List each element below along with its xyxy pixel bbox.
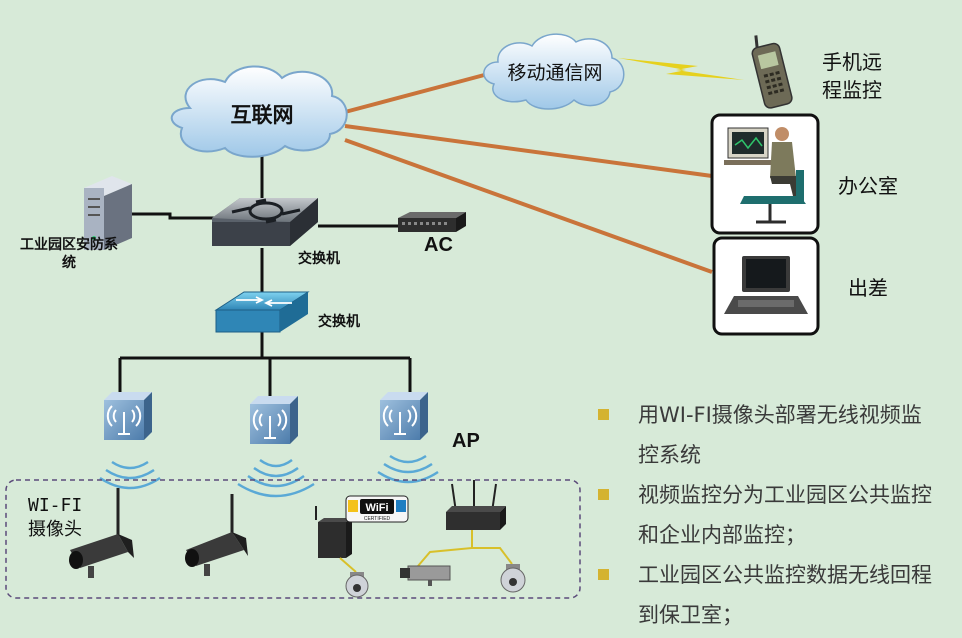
- bullet-3-line1: 工业园区公共监控数据无线回程: [638, 563, 932, 587]
- wifi-camera-icon-1: [69, 488, 134, 578]
- office-workstation-icon: [710, 113, 820, 235]
- access-point-icon-3: [380, 392, 428, 440]
- security-system-label: 工业园区安防系 统: [20, 236, 118, 272]
- wireless-signal-waves: [99, 454, 439, 498]
- security-system-label-line1: 工业园区安防系: [20, 237, 118, 253]
- access-point-icon-1: [104, 392, 152, 440]
- access-switch-label: 交换机: [318, 314, 360, 330]
- wifi-camera-label-line1: WI-FI: [28, 495, 83, 516]
- lan-links: [118, 150, 412, 398]
- business-trip-label: 出差: [848, 276, 888, 300]
- wifi-camera-label: WI-FI 摄像头: [28, 494, 82, 542]
- bullet-2-line2: 和企业内部监控；: [638, 523, 806, 547]
- bullet-1-line2: 控系统: [638, 443, 701, 467]
- wifi-camera-icon-2: [185, 494, 248, 576]
- access-switch-icon: [214, 291, 310, 333]
- bullet-square-icon: [598, 409, 609, 420]
- router-icon: [446, 480, 506, 530]
- wifi-badge-label: WiFi: [365, 502, 388, 514]
- security-system-label-line2: 统: [62, 255, 76, 271]
- phone-remote-label-line1: 手机远: [822, 50, 882, 74]
- phone-remote-label-line2: 程监控: [822, 78, 882, 102]
- box-camera-icon: [400, 565, 451, 586]
- bullet-1-line1: 用WI-FI摄像头部署无线视频监: [638, 403, 922, 427]
- mobile-network-label: 移动通信网: [507, 62, 602, 84]
- bullet-item: 视频监控分为工业园区公共监控 和企业内部监控；: [598, 475, 958, 555]
- core-switch-icon: [212, 198, 318, 246]
- bullet-item: 用WI-FI摄像头部署无线视频监 控系统: [598, 395, 958, 475]
- access-point-icon-2: [250, 396, 298, 444]
- wifi-certified-badge: [345, 495, 409, 523]
- wireless-bolt-icon: [618, 58, 744, 80]
- ap-label: AP: [452, 430, 480, 452]
- phone-remote-label: 手机远 程监控: [822, 48, 882, 104]
- security-server-icon: [84, 176, 132, 250]
- router-cable-2: [472, 547, 513, 565]
- dome-camera-icon-2: [500, 564, 526, 593]
- bullet-square-icon: [598, 569, 609, 580]
- bullet-item: 工业园区公共监控数据无线回程 到保卫室；: [598, 555, 958, 635]
- video-encoder-icon: [315, 506, 357, 573]
- wifi-badge-sub: CERTIFIED: [364, 516, 391, 522]
- router-cable: [417, 530, 473, 567]
- laptop-icon: [712, 236, 820, 336]
- core-switch-label: 交换机: [298, 251, 340, 267]
- wan-links: [344, 72, 713, 274]
- dome-camera-icon-1: [345, 572, 369, 598]
- bullet-square-icon: [598, 489, 609, 500]
- ac-label: AC: [424, 234, 453, 256]
- mobile-network-cloud-icon: [483, 33, 625, 110]
- office-label: 办公室: [838, 174, 898, 198]
- internet-cloud-icon: [170, 65, 348, 158]
- description-bullets: 用WI-FI摄像头部署无线视频监 控系统 视频监控分为工业园区公共监控 和企业内…: [598, 395, 958, 635]
- wifi-camera-label-line2: 摄像头: [28, 519, 82, 540]
- mobile-phone-icon: [751, 35, 793, 109]
- ac-device-icon: [398, 212, 466, 232]
- bullet-3-line2: 到保卫室；: [638, 603, 743, 627]
- bullet-2-line1: 视频监控分为工业园区公共监控: [638, 483, 932, 507]
- internet-label: 互联网: [231, 103, 294, 127]
